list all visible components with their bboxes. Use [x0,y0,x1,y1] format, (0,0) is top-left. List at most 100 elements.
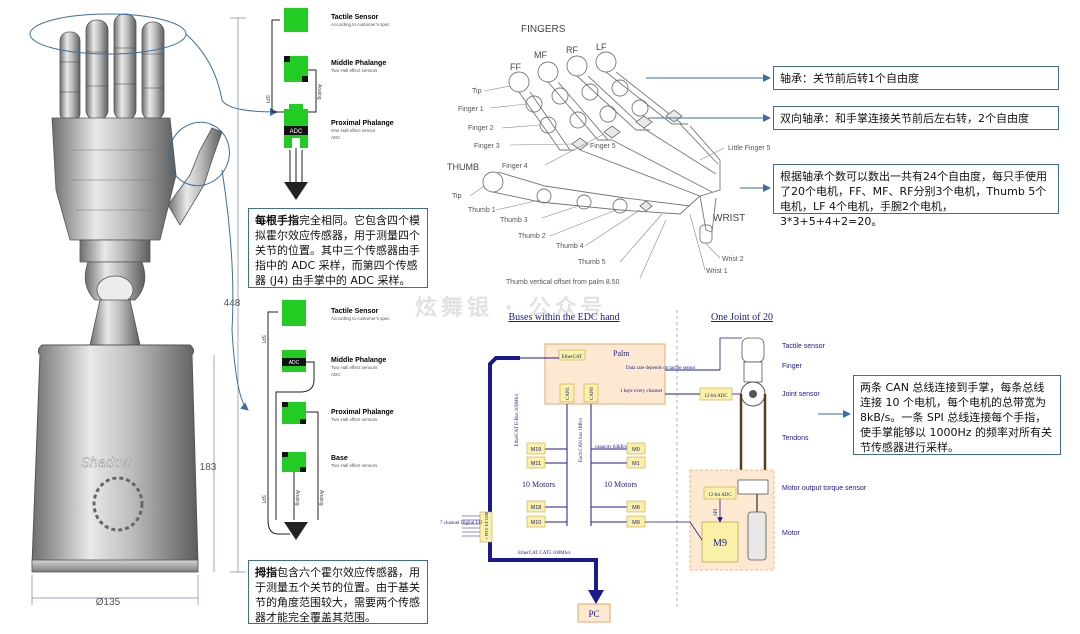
svg-text:MF: MF [534,50,547,60]
svg-text:M9: M9 [632,520,640,526]
finger-ring [85,19,109,121]
dim-183-label: 183 [200,462,217,473]
svg-text:ADC: ADC [331,372,341,377]
svg-text:+ PHY ET1200: + PHY ET1200 [484,511,489,540]
svg-text:PC: PC [588,609,599,619]
svg-text:Proximal Phalange: Proximal Phalange [331,120,394,127]
bidirectional-note-text: 双向轴承：和手掌连接关节前后左右转，2个自由度 [780,112,1029,125]
svg-text:Finger 4: Finger 4 [502,163,528,170]
forearm-cylinder [31,344,199,566]
ethercat-chip [558,349,586,361]
svg-text:According to customer's spec: According to customer's spec [331,22,390,27]
svg-text:Analog: Analog [294,490,300,506]
thumb-note-bold: 拇指 [255,566,277,579]
dof-note-box: 根据轴承个数可以数出一共有24个自由度，每只手使用了20个电机，FF、MF、RF… [773,164,1059,228]
finger-index [141,21,165,121]
svg-text:Thumb 4: Thumb 4 [556,243,584,250]
thumb-tactile-block [282,300,306,326]
svg-text:Palm: Palm [613,349,630,358]
svg-text:Thumb vertical offset from pal: Thumb vertical offset from palm 8.50 [506,279,620,286]
svg-text:Each CAN bus 1Mb/s: Each CAN bus 1Mb/s [579,418,584,462]
finger-little [59,31,81,123]
svg-text:Two Hall effect sensors: Two Hall effect sensors [331,68,378,73]
thumb-proximal-block [282,402,306,424]
forearm-neck [89,299,141,346]
dof-note-text: 根据轴承个数可以数出一共有24个自由度，每只手使用了20个电机，FF、MF、RF… [780,170,1047,228]
bearing-note-text: 轴承：关节前后转1个自由度 [780,72,919,85]
svg-text:capacity 64kB/s: capacity 64kB/s [595,445,627,450]
svg-text:LF: LF [596,42,607,52]
motor-boxes [526,442,646,528]
svg-text:Analog: Analog [318,490,324,506]
svg-text:Middle Phalange: Middle Phalange [331,357,386,364]
svg-text:Wrist 2: Wrist 2 [722,256,744,263]
svg-text:12-bit ADC: 12-bit ADC [704,394,728,399]
kinematic-diagram: FINGERS FF MF RF LF THUMB WRIST [447,24,771,286]
watermark: 炫舞银 · 公众号 [415,296,607,321]
svg-text:Data rate depends on tactile s: Data rate depends on tactile sensor [626,366,696,371]
thumb-title: THUMB [447,162,479,172]
svg-text:Tip: Tip [452,193,462,200]
svg-text:M19: M19 [531,447,542,453]
svg-text:According to customer's spec: According to customer's spec [331,316,390,321]
callout-arrow-fingers [185,33,278,116]
ff-tip-joint [508,71,530,93]
torque-sensor [737,479,769,495]
forearm-base [31,559,199,573]
thumb-highlight-ellipse [168,121,230,187]
svg-text:Thumb 1: Thumb 1 [468,207,496,214]
palm [51,117,177,241]
dim-diameter-label: Ø135 [96,597,121,608]
finger-middle [113,13,137,121]
svg-text:Two Hall effect sensors: Two Hall effect sensors [331,463,378,468]
svg-text:Motor output torque sensor: Motor output torque sensor [782,485,867,492]
svg-text:Base: Base [331,455,348,462]
joint-diagram-title: One Joint of 20 [711,312,773,323]
svg-text:One Hall effect sensor: One Hall effect sensor [331,128,376,133]
svg-text:EtherCAT E-Bus 100Mb/s: EtherCAT E-Bus 100Mb/s [515,393,520,446]
phy-chip [479,511,493,543]
bus-diagram: Buses within the EDC hand One Joint of 2… [440,310,867,623]
svg-text:Two Hall effect sensors: Two Hall effect sensors [331,365,378,370]
svg-text:Tactile Sensor: Tactile Sensor [331,308,379,315]
svg-text:10 Motors: 10 Motors [604,480,637,489]
svg-text:Thumb 3: Thumb 3 [500,217,528,224]
bidirectional-note-box: 双向轴承：和手掌连接关节前后左右转，2个自由度 [773,106,1059,130]
m9-motor-driver [701,521,739,563]
lf-tip-joint [595,51,617,73]
svg-text:M11: M11 [531,461,541,467]
thumb-note-box: 拇指包含六个霍尔效应传感器，用于测量五个关节的位置。由于基关节的角度范围较大，需… [248,560,428,624]
svg-text:CAN0: CAN0 [590,386,595,400]
callout-arrow-thumb [221,169,249,411]
pc-box [577,603,611,623]
forearm-vent [92,476,144,532]
bearing-note-box: 轴承：关节前后转1个自由度 [773,66,1059,90]
motor-body [747,511,767,561]
svg-text:M10: M10 [531,520,542,526]
can-note-text: 两条 CAN 总线连接到手掌，每条总线连接 10 个电机，每个电机的总带宽为 8… [860,381,1053,454]
mf-tip-joint [537,61,559,83]
shadow-logo: Shadow [81,454,132,470]
svg-text:Tactile sensor: Tactile sensor [782,343,825,350]
adc-chip [284,126,308,135]
svg-text:WRIST: WRIST [713,213,745,224]
wrist-plate [79,239,151,263]
svg-text:ADC: ADC [289,360,300,366]
svg-text:Finger 3: Finger 3 [474,143,500,150]
svg-text:Wrist 1: Wrist 1 [706,268,728,275]
svg-text:SPI: SPI [264,95,270,103]
thumb-note-text: 包含六个霍尔效应传感器，用于测量五个关节的位置。由于基关节的角度范围较大，需要两… [255,566,420,624]
svg-text:ADC: ADC [331,135,341,140]
svg-text:Finger 1: Finger 1 [458,106,484,113]
svg-text:FF: FF [510,62,521,72]
dimension-lines [31,17,246,605]
dim-448-label: 448 [224,298,241,309]
svg-text:Analog: Analog [316,84,322,100]
robot-hand-illustration: Shadow 448 183 Ø135 [29,13,278,608]
joint-fingertip [741,337,765,363]
svg-text:1 kspc every channel: 1 kspc every channel [620,389,663,394]
thumb-tip-joint [482,171,504,193]
svg-text:M9: M9 [713,538,727,549]
